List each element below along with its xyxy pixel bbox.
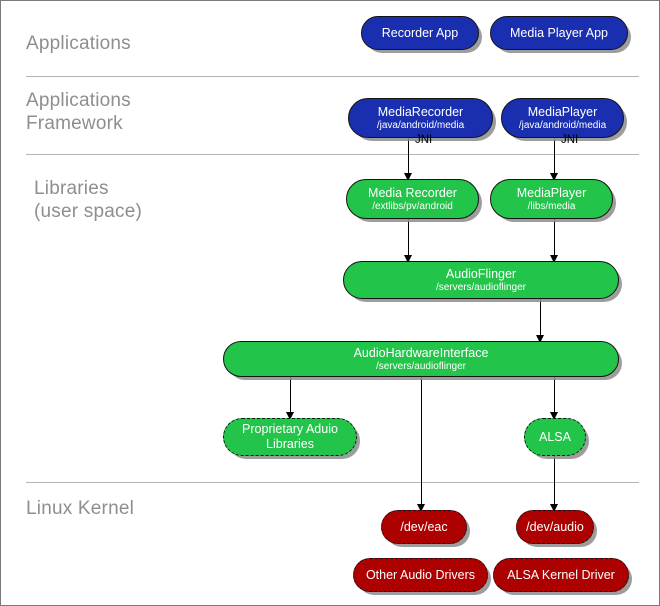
node-title: Media Player App xyxy=(510,26,608,40)
node-title: MediaPlayer xyxy=(516,185,587,200)
node-title: AudioFlinger xyxy=(445,266,517,281)
node-proprietary-audio-libraries[interactable]: Proprietary Aduio Libraries xyxy=(223,418,357,456)
connector-ahi-to-alsa xyxy=(554,377,556,419)
separator-kernel xyxy=(26,482,639,483)
node-subtitle: /libs/media xyxy=(527,200,576,212)
node-other-audio-drivers[interactable]: Other Audio Drivers xyxy=(353,558,488,592)
node-dev-eac[interactable]: /dev/eac xyxy=(381,510,467,544)
node-title: Proprietary Aduio xyxy=(242,422,338,436)
separator-applications xyxy=(26,76,639,77)
arrowhead-mediarecorder-to-lib xyxy=(404,173,412,181)
separator-framework xyxy=(26,154,639,155)
arrowhead-alsa-to-dev-audio xyxy=(550,504,558,512)
node-title: Media Recorder xyxy=(368,185,457,200)
band-label-libraries: Libraries (user space) xyxy=(34,178,142,222)
node-title: ALSA xyxy=(539,430,571,444)
node-subtitle: /servers/audioflinger xyxy=(375,360,467,372)
connector-ahi-to-proprietary xyxy=(290,377,292,419)
node-alsa-kernel-driver[interactable]: ALSA Kernel Driver xyxy=(493,558,629,592)
band-label-applications-framework: Applications Framework xyxy=(26,90,131,134)
node-title: /dev/eac xyxy=(400,520,448,534)
node-media-player-app[interactable]: Media Player App xyxy=(490,16,628,50)
node-title: MediaRecorder xyxy=(377,104,464,119)
node-title: MediaPlayer xyxy=(527,104,598,119)
arrowhead-ahi-to-dev-eac xyxy=(417,504,425,512)
arrowhead-mediaplayer-to-lib xyxy=(550,173,558,181)
band-label-linux-kernel: Linux Kernel xyxy=(26,498,135,519)
node-recorder-app[interactable]: Recorder App xyxy=(361,16,479,50)
edge-label-jni-recorder: JNI xyxy=(415,134,433,146)
node-media-recorder-lib[interactable]: Media Recorder /extlibs/pv/android xyxy=(346,179,479,219)
arrowhead-ahi-to-alsa xyxy=(550,412,558,420)
connector-audioflinger-to-ahi xyxy=(540,299,542,343)
node-audioflinger[interactable]: AudioFlinger /servers/audioflinger xyxy=(343,261,619,299)
connector-mediarecorderlib-to-audioflinger xyxy=(408,219,410,263)
node-title: Recorder App xyxy=(381,26,459,40)
connector-mediaplayer-to-lib xyxy=(554,138,556,179)
node-title: Other Audio Drivers xyxy=(365,568,476,582)
node-dev-audio[interactable]: /dev/audio xyxy=(516,510,594,544)
connector-mediaplayerlib-to-audioflinger xyxy=(554,219,556,263)
node-mediarecorder-framework[interactable]: MediaRecorder /java/android/media xyxy=(348,98,493,138)
arrowhead-audioflinger-to-ahi xyxy=(536,335,544,343)
connector-alsa-to-dev-audio xyxy=(554,456,556,511)
node-subtitle: /java/android/media xyxy=(376,119,465,131)
arrowhead-mediaplayerlib-to-audioflinger xyxy=(550,255,558,263)
node-title: /dev/audio xyxy=(526,520,584,534)
edge-label-jni-player: JNI xyxy=(561,134,579,146)
node-mediaplayer-lib[interactable]: MediaPlayer /libs/media xyxy=(490,179,613,219)
band-label-applications: Applications xyxy=(26,33,131,54)
arrowhead-mediarecorderlib-to-audioflinger xyxy=(404,255,412,263)
node-subtitle: /extlibs/pv/android xyxy=(372,200,453,212)
connector-ahi-to-dev-eac xyxy=(421,377,423,511)
node-title: ALSA Kernel Driver xyxy=(507,568,615,582)
node-subtitle: /java/android/media xyxy=(518,119,607,131)
node-alsa[interactable]: ALSA xyxy=(524,418,586,456)
node-mediaplayer-framework[interactable]: MediaPlayer /java/android/media xyxy=(501,98,624,138)
node-audiohardwareinterface[interactable]: AudioHardwareInterface /servers/audiofli… xyxy=(223,341,619,377)
node-subtitle: /servers/audioflinger xyxy=(435,281,527,293)
arrowhead-ahi-to-proprietary xyxy=(286,412,294,420)
node-title: AudioHardwareInterface xyxy=(353,345,489,360)
node-subtitle: Libraries xyxy=(266,437,314,451)
connector-mediarecorder-to-lib xyxy=(408,138,410,179)
